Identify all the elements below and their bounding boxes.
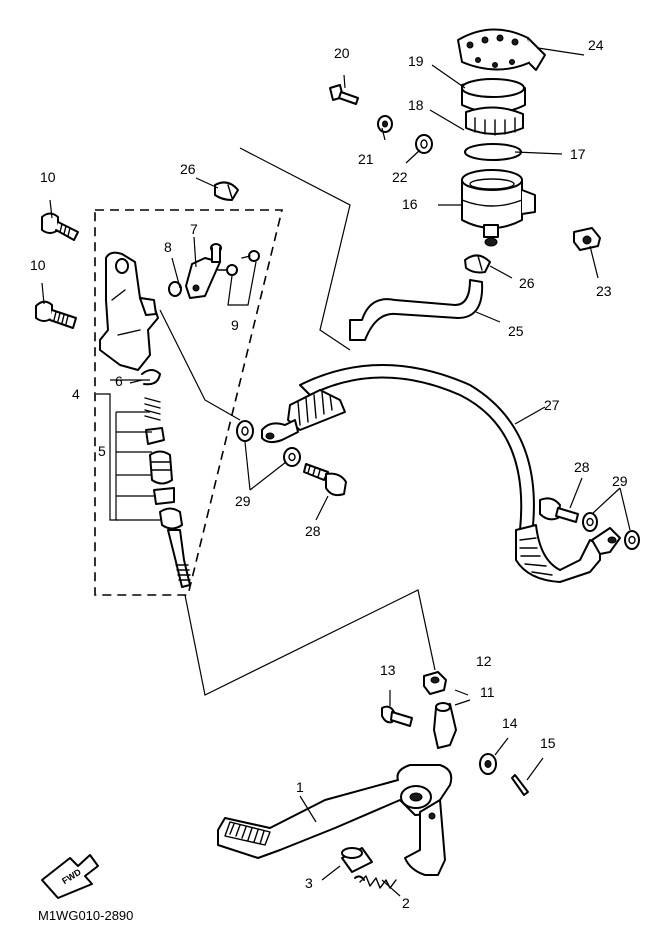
washer-29-a [236,420,254,442]
callout-10a: 10 [40,169,56,185]
reservoir-cap [461,78,526,114]
reservoir-tank [461,169,536,247]
bolt-20 [329,84,359,105]
callout-5: 5 [98,443,106,459]
clevis-11 [433,702,457,749]
callout-17: 17 [570,146,586,162]
reservoir-cap-guard [457,28,546,71]
callout-1: 1 [296,779,304,795]
assembly-boundary [94,209,284,596]
piston-kit-5 [144,397,183,530]
callout-20: 20 [334,45,350,61]
bolt-10-lower [35,300,77,329]
brake-pedal [217,764,453,876]
forward-arrow-icon: FWD [41,854,99,899]
diagram-code: M1WG010-2890 [38,908,133,923]
callout-18: 18 [408,97,424,113]
screws-9 [217,250,260,276]
washer-29-d [624,530,640,550]
master-cylinder-body [99,251,159,371]
reservoir-hose [349,279,484,341]
bolt-10-upper [41,212,79,241]
callout-11: 11 [480,684,495,700]
callout-9: 9 [231,317,239,333]
callout-6: 6 [115,373,123,389]
callout-labels: 1 2 3 4 5 6 7 8 9 10 10 11 12 13 14 15 1… [30,37,628,911]
callout-7: 7 [190,221,198,237]
pin-13 [381,705,413,727]
push-rod [167,529,191,588]
callout-28a: 28 [574,459,590,475]
union-bolt-28-b [539,497,579,523]
clamp-26-upper [214,181,239,201]
nut-12 [423,671,447,695]
connection-line-hose [159,309,241,421]
grommet-21 [377,115,393,133]
callout-26a: 26 [180,161,196,177]
callout-2: 2 [402,895,410,911]
reservoir-plate [465,106,524,136]
callout-10b: 10 [30,257,46,273]
washer-14 [479,753,497,775]
callout-26b: 26 [519,275,535,291]
callout-8: 8 [164,239,172,255]
brake-hose [261,364,621,583]
circlip-6 [141,369,161,386]
callout-28b: 28 [305,523,321,539]
callout-12: 12 [476,653,492,669]
washer-29-c [582,512,598,532]
washer-29-b [283,447,301,467]
cotter-pin-15 [511,774,529,796]
union-bolt-28-a [303,463,347,497]
callout-23: 23 [596,283,612,299]
clamp-26-lower [464,254,491,274]
callout-29b: 29 [612,473,628,489]
callout-4: 4 [72,386,80,402]
callout-19: 19 [408,53,424,69]
connection-line-lower [184,589,436,696]
callout-3: 3 [305,875,313,891]
nut-23 [573,227,601,251]
callout-21: 21 [358,151,374,167]
reservoir-diaphragm [464,143,522,161]
callout-16: 16 [402,196,418,212]
hose-fitting-7 [185,243,222,299]
o-ring-8 [168,281,182,297]
callout-15: 15 [540,735,556,751]
callout-22: 22 [392,169,408,185]
callout-25: 25 [508,323,524,339]
leader-lines [41,47,631,897]
connection-line-upper [239,147,351,351]
callout-29a: 29 [235,493,251,509]
callout-27: 27 [544,397,560,413]
callout-14: 14 [502,715,518,731]
bushing-3 [341,847,373,873]
callout-24: 24 [588,37,604,53]
washer-22 [415,134,433,154]
callout-13: 13 [380,662,396,678]
